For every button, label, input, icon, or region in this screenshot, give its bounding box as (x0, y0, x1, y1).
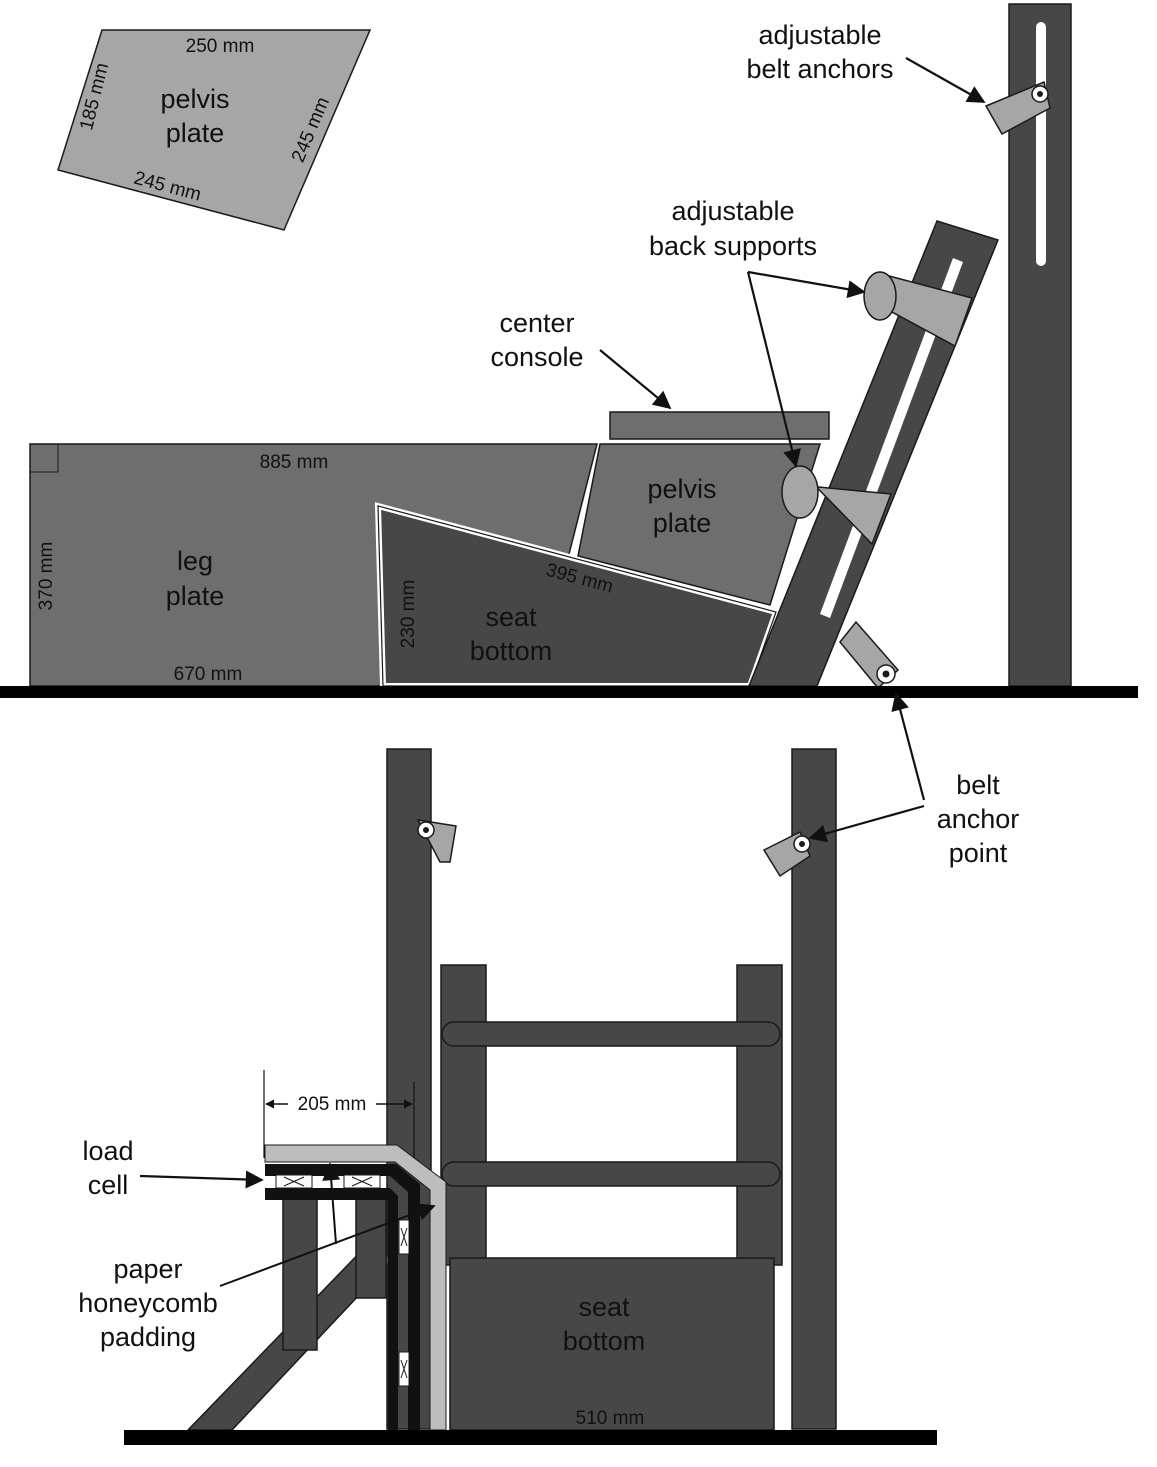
back-supports-arrow-upper (747, 270, 866, 299)
center-console-arrow (599, 349, 672, 410)
belt-anchor-point-arrow-left (808, 804, 925, 843)
back-supports-arrow-lower (746, 271, 801, 468)
load-cell-icon-4 (398, 1351, 410, 1387)
belt-anchor-side-lower-icon (839, 620, 900, 690)
padding-label-1: paper (113, 1254, 182, 1284)
center-console-label-1: center (499, 308, 574, 338)
side-floor (0, 686, 1138, 698)
front-crossbar-upper (441, 1021, 781, 1047)
front-floor (124, 1430, 937, 1445)
front-frame-left-post (440, 964, 487, 1266)
belt-anchor-front-right-icon (762, 830, 811, 878)
back-supports-label-2: back supports (649, 231, 817, 261)
pelvis-plate-detail-shape (57, 29, 372, 231)
pelvis-plate-detail: pelvis plate 250 mm 185 mm 245 mm 245 mm (57, 29, 372, 231)
seat-bottom-side-dim: 230 mm (398, 580, 419, 649)
padding-label-3: padding (100, 1322, 196, 1352)
pelvis-plate-detail-dim-top: 250 mm (186, 36, 255, 57)
front-seat-bottom (449, 1257, 775, 1431)
padding-label-2: honeycomb (78, 1288, 218, 1318)
center-console (609, 411, 830, 440)
belt-anchor-point-label-3: point (949, 838, 1008, 868)
pelvis-plate-side-label-1: pelvis (647, 474, 716, 504)
load-cell-label-2: cell (88, 1170, 129, 1200)
load-cell-icon-2 (343, 1174, 381, 1189)
pelvis-plate-detail-label-2: plate (166, 118, 225, 148)
leg-plate-dim-left: 370 mm (36, 542, 57, 611)
seat-bottom-side-label-2: bottom (470, 636, 553, 666)
fixture-right-leg (355, 1197, 387, 1299)
leg-plate-dim-top: 885 mm (260, 452, 329, 473)
front-seat-bottom-label-2: bottom (563, 1326, 646, 1356)
load-cell-arrow (139, 1170, 264, 1189)
belt-anchor-point-arrow-up (891, 692, 926, 801)
front-crossbar-lower (441, 1161, 781, 1187)
load-cell-icon-3 (398, 1219, 410, 1255)
offset-dim-label: 205 mm (298, 1094, 367, 1115)
belt-anchor-side-upper-icon (984, 80, 1051, 136)
leg-plate-label-1: leg (177, 546, 213, 576)
belt-anchor-point-label-2: anchor (937, 804, 1020, 834)
belt-anchor-front-left-icon (416, 819, 457, 863)
front-frame-right-post (736, 964, 783, 1266)
leg-plate-dim-bottom: 670 mm (174, 664, 243, 685)
back-supports-label-1: adjustable (671, 196, 794, 226)
front-seat-bottom-label-1: seat (578, 1292, 630, 1322)
pelvis-plate-side-label-2: plate (653, 508, 712, 538)
leg-plate-label-2: plate (166, 581, 225, 611)
load-cell-icon-1 (275, 1174, 313, 1189)
seat-bottom-side-label-1: seat (485, 602, 537, 632)
front-seat-bottom-dim: 510 mm (576, 1408, 645, 1429)
pelvis-plate-detail-label-1: pelvis (160, 84, 229, 114)
belt-anchors-label-1: adjustable (758, 20, 881, 50)
leg-plate-corner-mark (30, 444, 59, 473)
side-rear-post-slot (1036, 22, 1046, 266)
front-view: 205 mm seat bottom 510 mm belt anchor po… (78, 692, 1020, 1445)
fixture-left-leg (282, 1197, 318, 1351)
load-cell-label-1: load (82, 1136, 133, 1166)
center-console-label-2: console (490, 342, 583, 372)
belt-anchors-label-2: belt anchors (746, 54, 893, 84)
pelvis-plate-side (577, 443, 822, 606)
belt-anchors-arrow (905, 57, 986, 103)
padding-arrow-top (322, 1162, 341, 1245)
padding-arrow-side (219, 1203, 436, 1287)
side-view: leg plate 885 mm 370 mm 670 mm seat bott… (0, 3, 1138, 698)
belt-anchor-point-label-1: belt (956, 770, 1000, 800)
